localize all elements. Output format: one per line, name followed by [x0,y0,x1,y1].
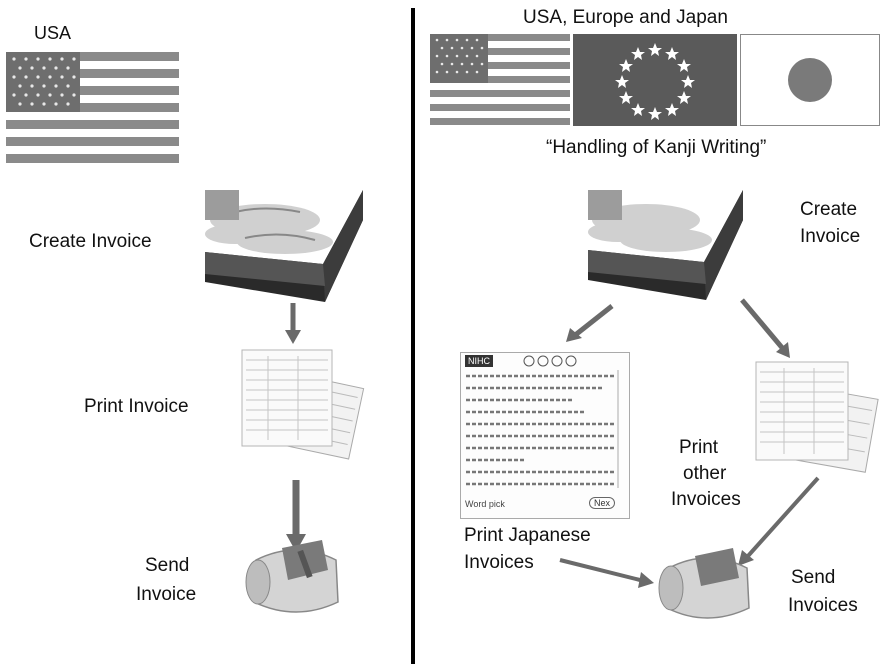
step-create-invoice-right-line1: Create [800,199,858,220]
kanji-next-button[interactable]: Nex [589,497,616,509]
laptop-typing-image [205,190,363,302]
printed-invoices-image [241,349,365,460]
step-print-other-line3: Invoices [671,489,741,510]
kanji-text-lines [466,370,619,488]
eu-flag [573,34,737,126]
step-print-japanese-line1: Print Japanese [464,525,591,546]
step-print-other-line2: other [683,463,727,484]
step-send-invoices-line2: Invoices [788,595,858,616]
kanji-input-label: Word pick [465,499,505,509]
step-send-invoices-line1: Send [791,567,836,588]
kanji-tabs [523,355,577,367]
kanji-screen: NIHC Word pick Nex [460,352,630,519]
japan-flag [740,34,880,126]
step-create-invoice: Create Invoice [29,231,152,252]
kanji-screen-brand: NIHC [465,355,493,367]
kanji-caption: “Handling of Kanji Writing” [546,137,767,158]
us-flag-left [6,52,179,167]
mailbox-image [245,540,339,613]
laptop-typing-image-right [588,190,743,300]
region-label-usa: USA [34,23,72,43]
step-print-invoice: Print Invoice [84,396,189,417]
step-print-other-line1: Print [679,437,719,458]
mailbox-image-right [658,548,750,619]
panel-divider [411,8,415,664]
us-flag-right [430,34,570,126]
printed-other-invoices-image [755,361,879,473]
region-label-usa-europe-japan: USA, Europe and Japan [523,7,728,28]
step-print-japanese-line2: Invoices [464,552,534,573]
step-create-invoice-right-line2: Invoice [800,226,861,247]
step-send-invoice-line2: Invoice [136,584,197,605]
step-send-invoice-line1: Send [145,555,190,576]
